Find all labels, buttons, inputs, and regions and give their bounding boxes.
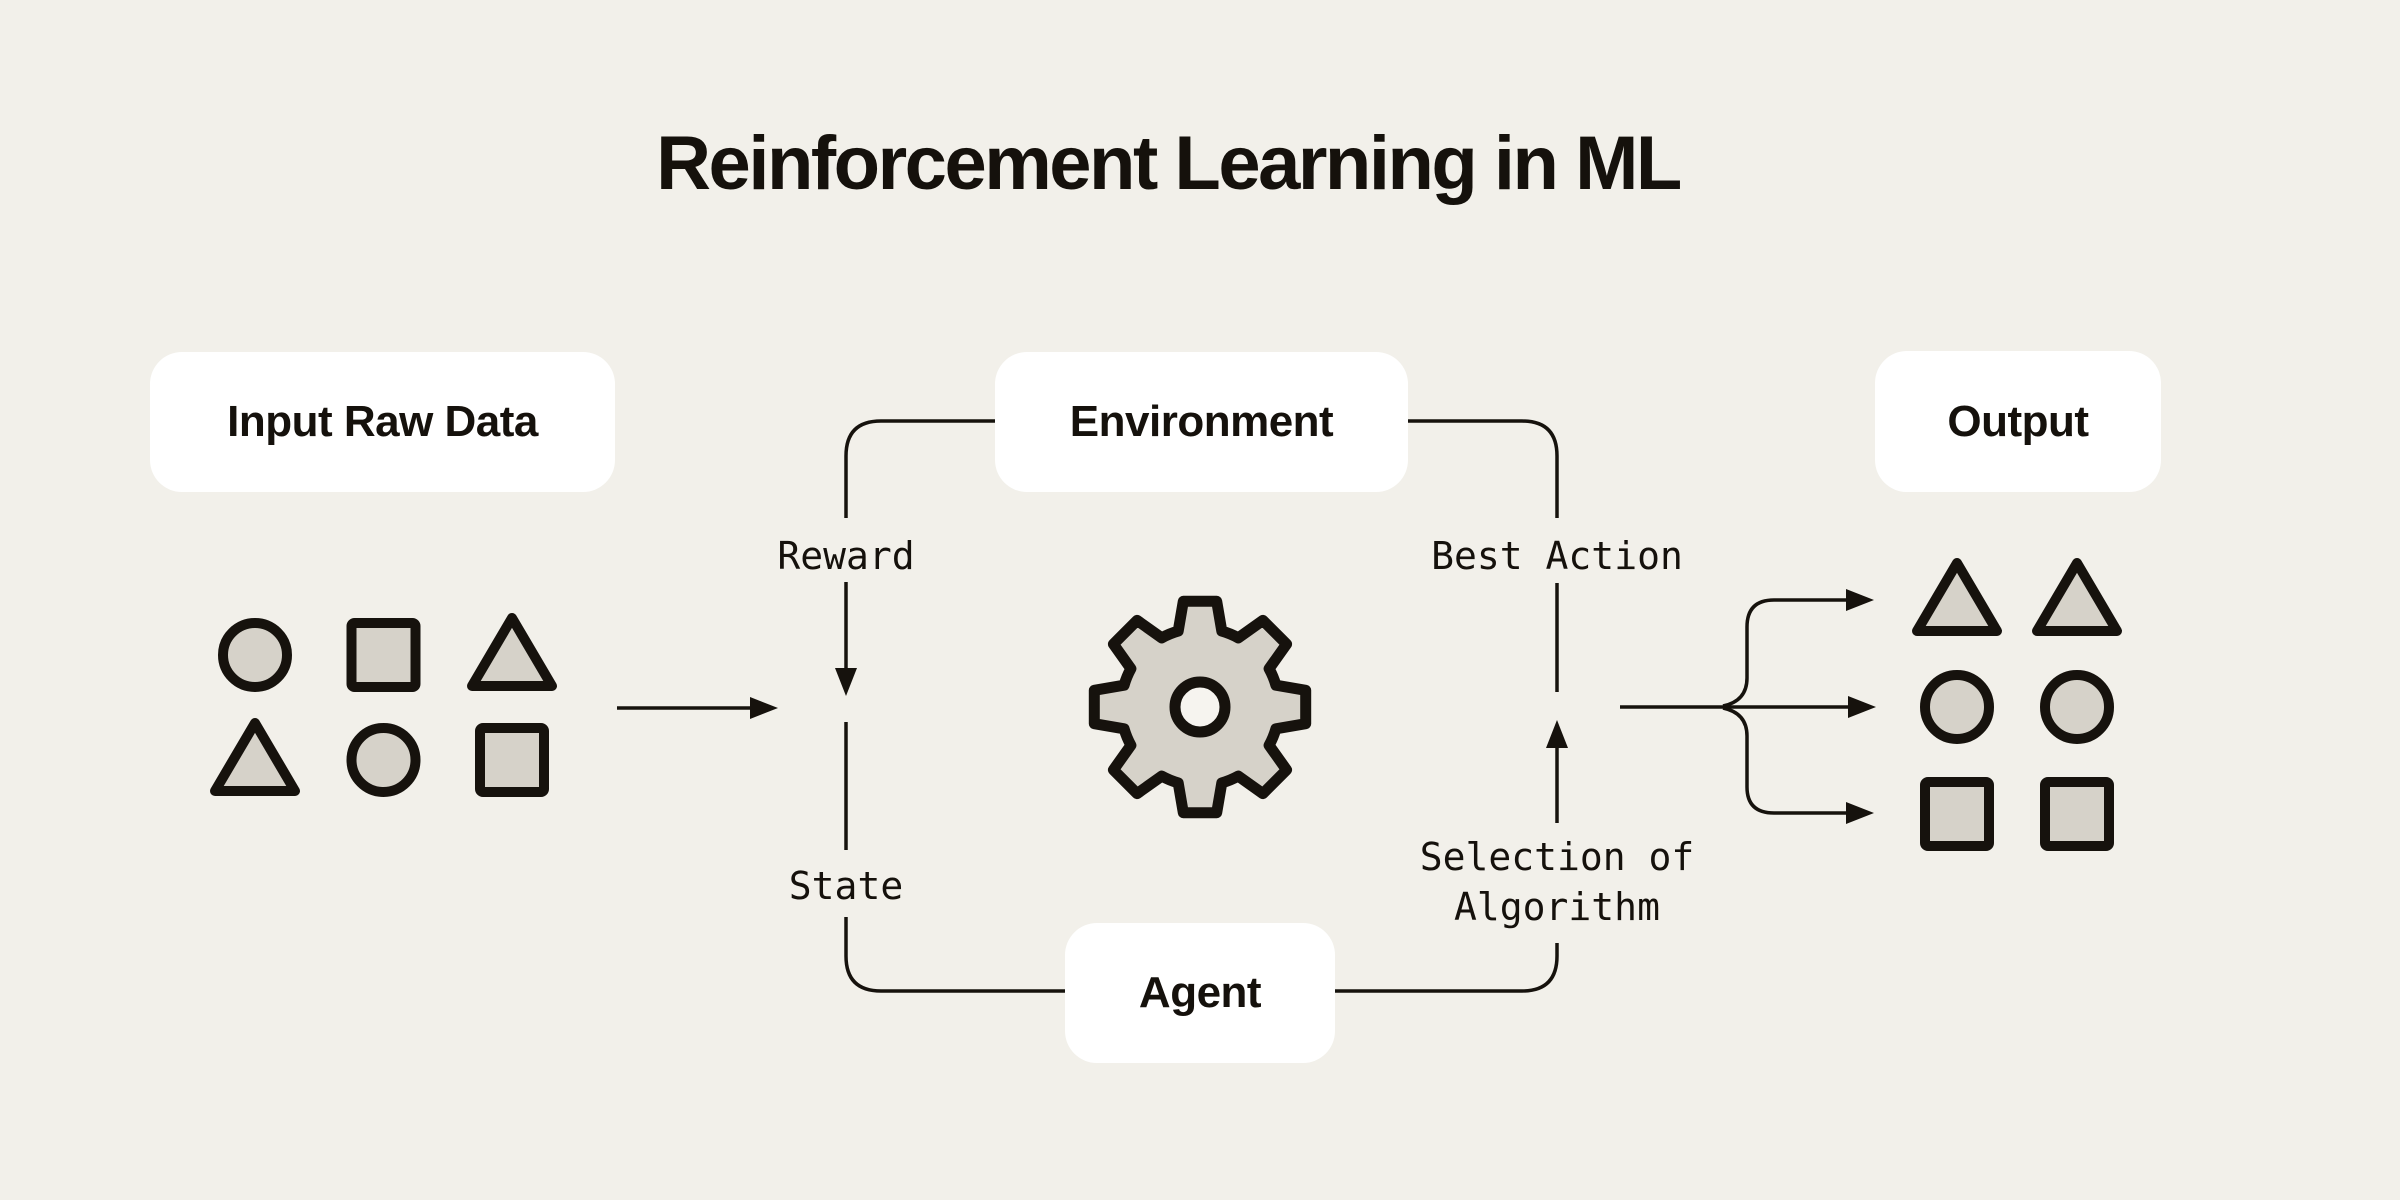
arrow-down-icon <box>835 668 857 696</box>
input-raw-data-node: Input Raw Data <box>150 352 615 492</box>
triangle-shape <box>1912 558 2002 636</box>
reward-label: Reward <box>777 534 915 578</box>
arrow-up-icon <box>1546 720 1568 748</box>
gear-hub <box>1169 676 1231 738</box>
triangle-shape <box>2032 558 2122 636</box>
circle-shape <box>2040 670 2114 744</box>
connector-line <box>1722 598 1848 708</box>
connector-line <box>1408 419 1559 518</box>
arrow-right-icon <box>750 697 778 719</box>
input-shapes-grid <box>210 613 557 797</box>
connector-input-arrow <box>617 697 778 719</box>
output-label: Output <box>1947 396 2089 446</box>
circle-shape <box>218 618 292 692</box>
environment-label: Environment <box>1069 397 1334 446</box>
environment-node: Environment <box>995 352 1408 492</box>
arrow-right-icon <box>1846 802 1874 824</box>
square-shape <box>1920 777 1994 851</box>
triangle-shape <box>467 613 557 691</box>
connector-environment-to-agent-left <box>835 419 1065 993</box>
arrow-right-icon <box>1846 589 1874 611</box>
agent-node: Agent <box>1065 923 1335 1063</box>
connector-line <box>1335 943 1559 993</box>
output-node: Output <box>1875 351 2161 492</box>
connector-agent-to-environment-right <box>1335 419 1568 993</box>
output-shapes-grid <box>1912 558 2122 851</box>
selection-line-2: Algorithm <box>1454 885 1660 929</box>
circle-shape <box>1920 670 1994 744</box>
triangle-shape <box>210 718 300 796</box>
input-raw-data-label: Input Raw Data <box>227 397 538 446</box>
square-shape <box>475 723 549 797</box>
selection-of-algorithm-label: Selection of Algorithm <box>1420 832 1695 932</box>
connector-output-fork <box>1620 589 1876 824</box>
square-shape <box>2040 777 2114 851</box>
best-action-label: Best Action <box>1431 534 1683 578</box>
square-shape <box>346 618 421 692</box>
circle-shape <box>346 723 421 797</box>
selection-line-1: Selection of <box>1419 835 1695 879</box>
state-label: State <box>788 864 904 908</box>
connector-line <box>1722 706 1848 815</box>
gear-icon <box>1088 595 1312 819</box>
arrow-right-icon <box>1848 696 1876 718</box>
connector-line <box>844 419 995 518</box>
connector-line <box>844 917 1065 993</box>
agent-label: Agent <box>1138 968 1262 1017</box>
page-title: Reinforcement Learning in ML <box>656 121 1682 206</box>
